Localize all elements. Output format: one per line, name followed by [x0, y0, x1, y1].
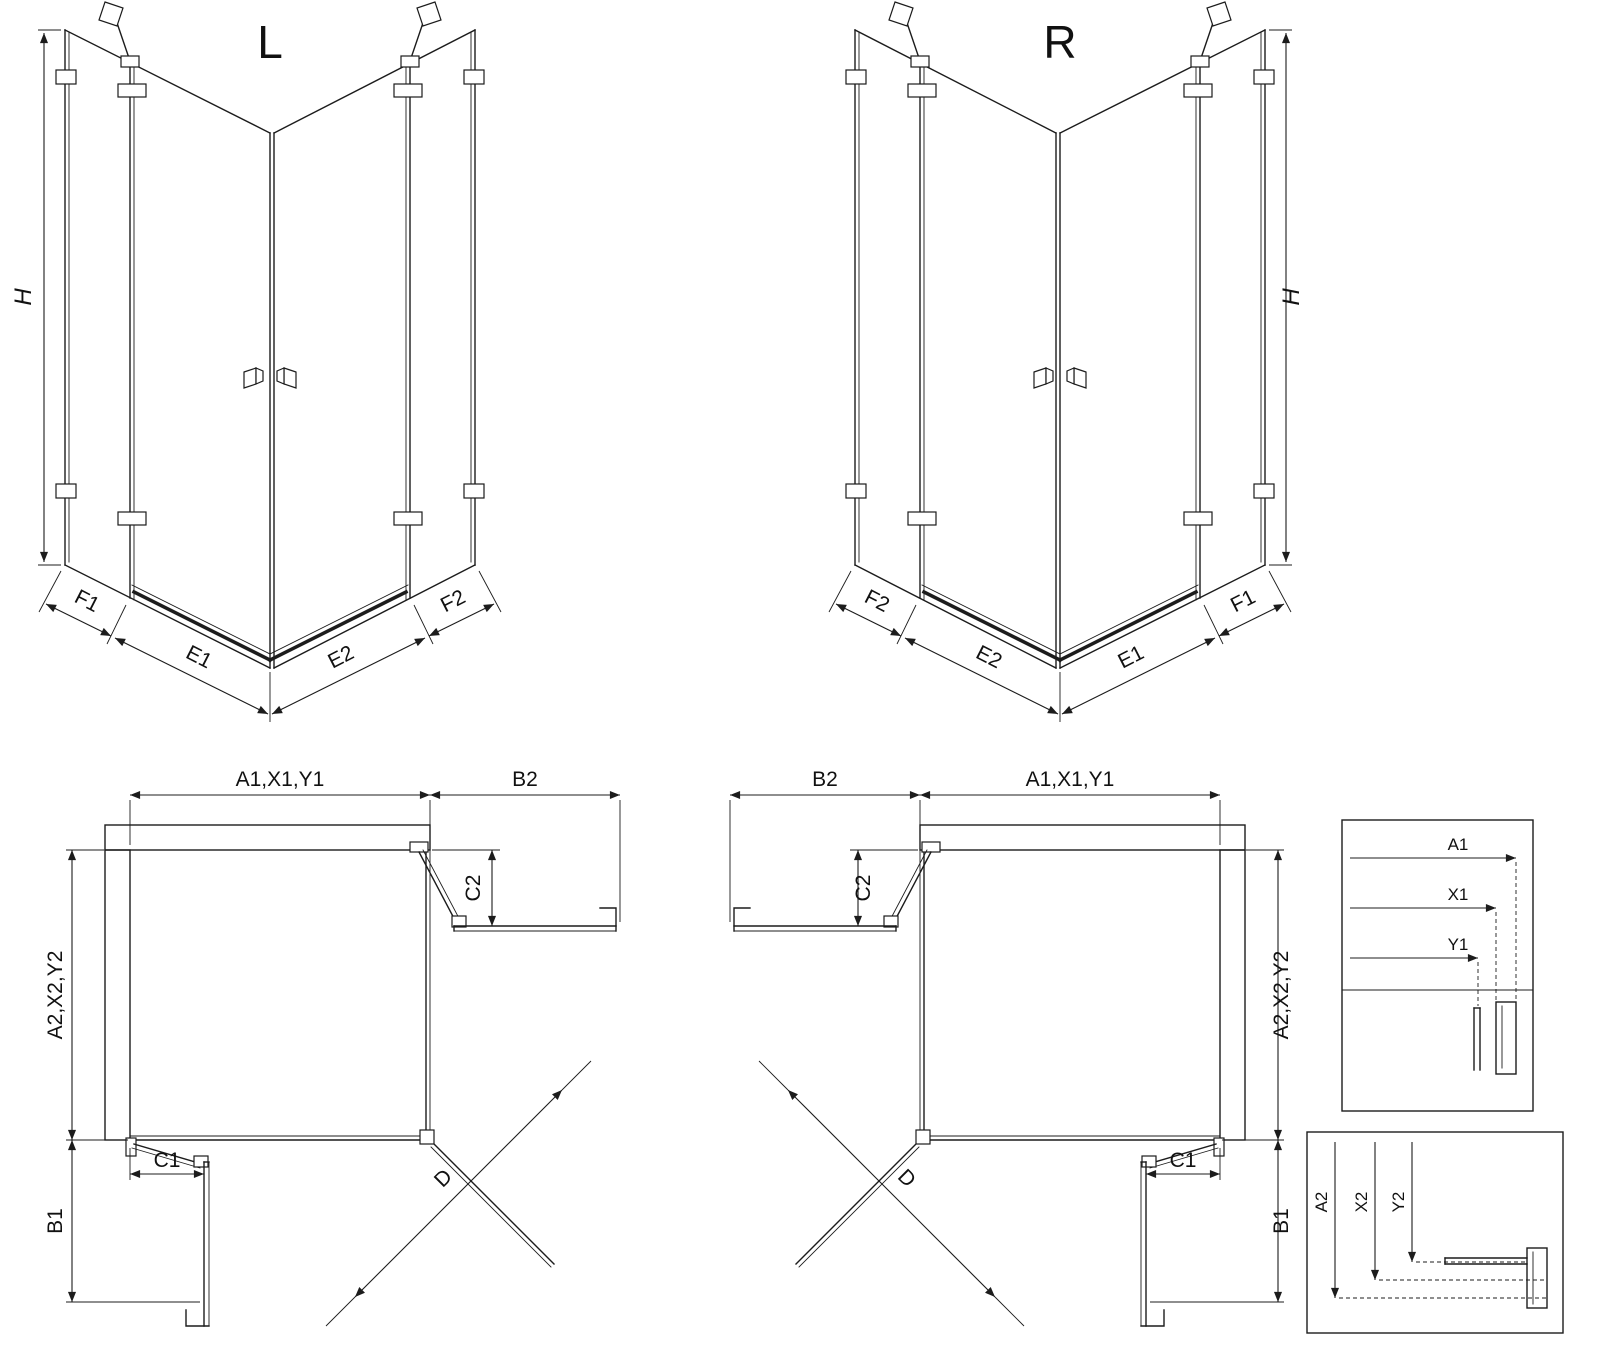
dim-label-depth: A2,X2,Y2 — [1270, 951, 1293, 1040]
dim-label-f1: F1 — [1227, 585, 1259, 617]
hinge-icon — [125, 1137, 137, 1157]
door-handle-icon — [243, 367, 257, 389]
right-plan-view: A1,X1,Y1 B2 C2 A2,X2,Y2 B1 C1 D — [680, 768, 1293, 1371]
width-detail-inset: A1 X1 Y1 — [1341, 819, 1534, 1112]
inset-label-y2: Y2 — [1389, 1192, 1408, 1213]
wall-top — [104, 824, 431, 851]
variant-title: R — [1043, 16, 1076, 68]
dim-label-c2: C2 — [462, 875, 485, 902]
variant-title: L — [257, 16, 283, 68]
wall-clamp-icon — [463, 69, 485, 85]
depth-detail-linework — [1306, 1131, 1564, 1334]
wall-clamp-icon — [55, 483, 77, 499]
dim-label-e1: E1 — [1114, 641, 1147, 673]
dim-label-f2: F2 — [861, 585, 893, 617]
inset-label-y1: Y1 — [1448, 935, 1469, 954]
inset-label-a1: A1 — [1448, 835, 1469, 854]
dim-label-e2: E2 — [972, 641, 1005, 673]
hinge-icon — [393, 511, 423, 526]
dim-label-c1: C1 — [154, 1149, 181, 1172]
dim-label-height: H — [1278, 288, 1305, 306]
hinge-icon — [409, 841, 429, 853]
wall-clamp-icon — [55, 69, 77, 85]
shower-cabin-elevation-linework — [38, 1, 502, 722]
wall-clamp-icon — [463, 483, 485, 499]
wall-side — [104, 849, 131, 1141]
dim-label-f1: F1 — [71, 585, 103, 617]
hinge-icon — [117, 511, 147, 526]
shower-cabin-plan-linework — [66, 790, 621, 1327]
left-3d-view: L H F1 E1 E2 F2 — [10, 1, 502, 722]
dim-label-height: H — [10, 288, 37, 306]
left-plan-view: A1,X1,Y1 B2 C2 A2,X2,Y2 B1 C1 D — [44, 768, 621, 1327]
wall-profile-icon — [185, 1309, 210, 1327]
hinge-icon — [117, 83, 147, 98]
inset-label-x1: X1 — [1448, 885, 1469, 904]
inset-label-a2: A2 — [1312, 1192, 1331, 1213]
brace-bracket-icon — [416, 1, 442, 27]
door-fitting-icon — [451, 915, 467, 928]
dim-label-b2: B2 — [512, 768, 538, 791]
depth-detail-inset: A2 X2 Y2 — [1306, 1131, 1564, 1334]
dim-label-width: A1,X1,Y1 — [236, 768, 325, 791]
brace-bracket-icon — [98, 1, 124, 27]
door-handle-icon — [283, 367, 297, 389]
dim-label-b1: B1 — [44, 1208, 67, 1234]
dim-label-f2: F2 — [437, 585, 469, 617]
dim-label-e2: E2 — [324, 641, 357, 673]
dim-label-depth: A2,X2,Y2 — [44, 951, 67, 1040]
dim-label-e1: E1 — [182, 641, 215, 673]
corner-post-icon — [419, 1129, 435, 1145]
wall-profile-icon — [599, 907, 617, 932]
inset-label-x2: X2 — [1352, 1192, 1371, 1213]
right-3d-view: R H F2 E2 E1 F1 — [810, 0, 1305, 740]
hinge-icon — [393, 83, 423, 98]
dim-label-c1: C1 — [1170, 1149, 1197, 1172]
width-detail-linework — [1341, 819, 1534, 1112]
dim-label-b2: B2 — [812, 768, 838, 791]
dim-label-width: A1,X1,Y1 — [1026, 768, 1115, 791]
dim-label-c2: C2 — [852, 875, 875, 902]
dim-label-b1: B1 — [1270, 1208, 1293, 1234]
